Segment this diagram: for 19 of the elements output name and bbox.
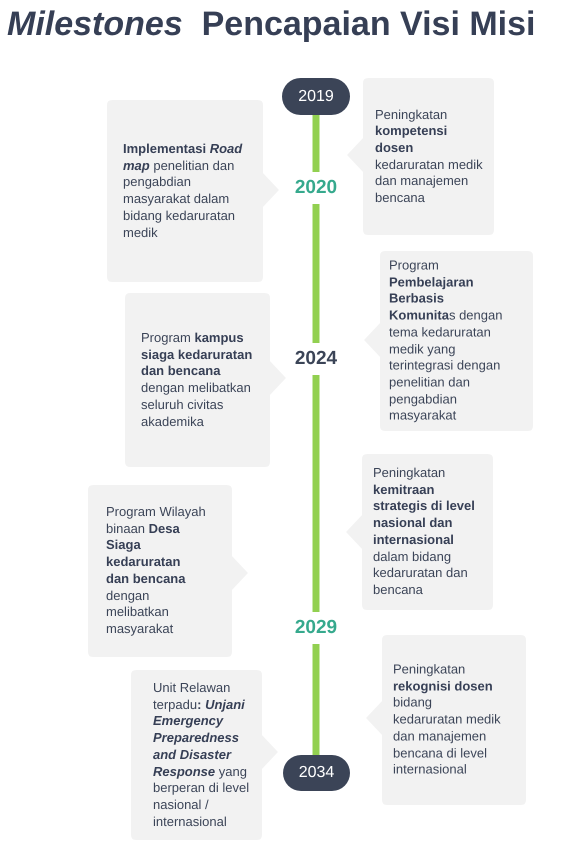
timeline-line: [312, 644, 320, 755]
callout-text: Unit Relawan terpadu: Unjani Emergency Preparedness and Disaster Response yang berperan di level nasional / internasional: [153, 680, 250, 830]
callout-text: Peningkatan kompetensi dosen kedaruratan medik dan manajemen bencana: [375, 106, 484, 207]
title: Milestones Pencapaian Visi Misi: [7, 5, 536, 44]
year-pill: 2034: [283, 755, 350, 791]
year-label: 2020: [288, 172, 344, 204]
callout-text: Implementasi Road map penelitian dan pengabdian masyarakat dalam bidang kedaruratan medik: [123, 140, 244, 242]
year-label: 2024: [288, 343, 344, 375]
callout-text: Peningkatan rekognisi dosen bidang kedaruratan medik dan manajemen bencana di level internasional: [393, 662, 502, 778]
callout-text: Program kampus siaga kedaruratan dan bencana dengan melibatkan seluruh civitas akademika: [141, 330, 254, 430]
timeline-line: [312, 115, 320, 172]
callout-text: Program Pembelajaran Berbasis Komunitas dengan tema kedaruratan medik yang terintegrasi dengan penelitian dan pengabdian masyarakat: [389, 257, 504, 425]
callout-text: Peningkatan kemitraan strategis di level nasional dan internasional dalam bidang kedaruratan dan bencana: [373, 465, 476, 599]
year-pill: 2019: [282, 78, 350, 115]
year-label: 2029: [288, 612, 344, 644]
callout-text: Program Wilayah binaan Desa Siaga kedaruratan dan bencana dengan melibatkan masyarakat: [106, 504, 206, 638]
speech-bubble: [347, 78, 494, 235]
timeline-line: [312, 375, 320, 612]
timeline-line: [312, 204, 320, 343]
